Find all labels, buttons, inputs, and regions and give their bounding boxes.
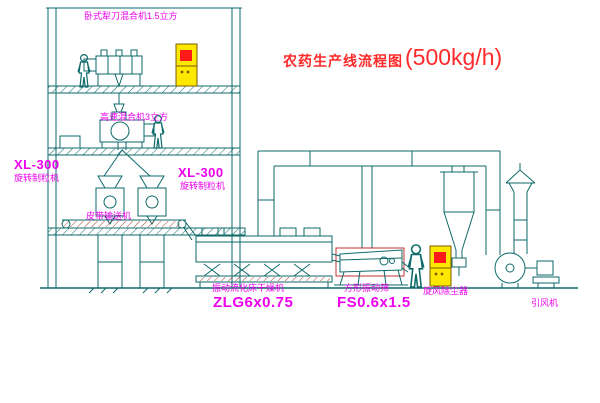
control-cabinet-1 — [175, 43, 198, 87]
exhaust-stack — [505, 163, 536, 254]
label-granulator-left-name: 旋转制粒机 — [14, 173, 60, 183]
fluid-bed-dryer — [195, 227, 333, 288]
title-capacity: (500kg/h) — [405, 44, 503, 70]
label-granulator-mid-model: XL-300 — [178, 165, 224, 180]
label-granulator-mid-name: 旋转制粒机 — [180, 181, 226, 191]
label-screen-model: FS0.6x1.5 — [337, 294, 411, 311]
induced-draft-fan — [494, 252, 560, 288]
label-fan: 引风机 — [531, 298, 559, 308]
label-screen-name: 方形振动筛 — [344, 283, 390, 293]
label-granulator-left-model: XL-300 — [14, 157, 60, 172]
high-speed-mixer — [99, 111, 155, 177]
belt-conveyor — [61, 219, 197, 241]
horizontal-mixer — [83, 49, 143, 113]
label-belt-conveyor: 皮带输送机 — [86, 211, 132, 221]
exhaust-duct — [257, 150, 501, 255]
title-text: 农药生产线流程图 — [283, 52, 403, 69]
person-figure — [407, 244, 425, 288]
label-dryer-model: ZLG6x0.75 — [213, 294, 294, 311]
cyclone-separator — [440, 166, 478, 276]
label-high-speed-mixer: 高速混合机3立方 — [100, 112, 169, 122]
building-structure — [40, 7, 578, 294]
label-cyclone: 旋风除尘器 — [423, 286, 469, 296]
granulator-support-legs — [97, 235, 165, 288]
diagram-title: 农药生产线流程图 (500kg/h) — [283, 44, 502, 71]
label-horizontal-mixer: 卧式犁刀混合机1.5立方 — [84, 11, 178, 21]
label-dryer-name: 振动流化床干燥机 — [212, 283, 285, 293]
control-cabinet-2 — [429, 245, 452, 287]
vibrating-screen — [331, 247, 411, 286]
granulator-right — [137, 175, 167, 225]
